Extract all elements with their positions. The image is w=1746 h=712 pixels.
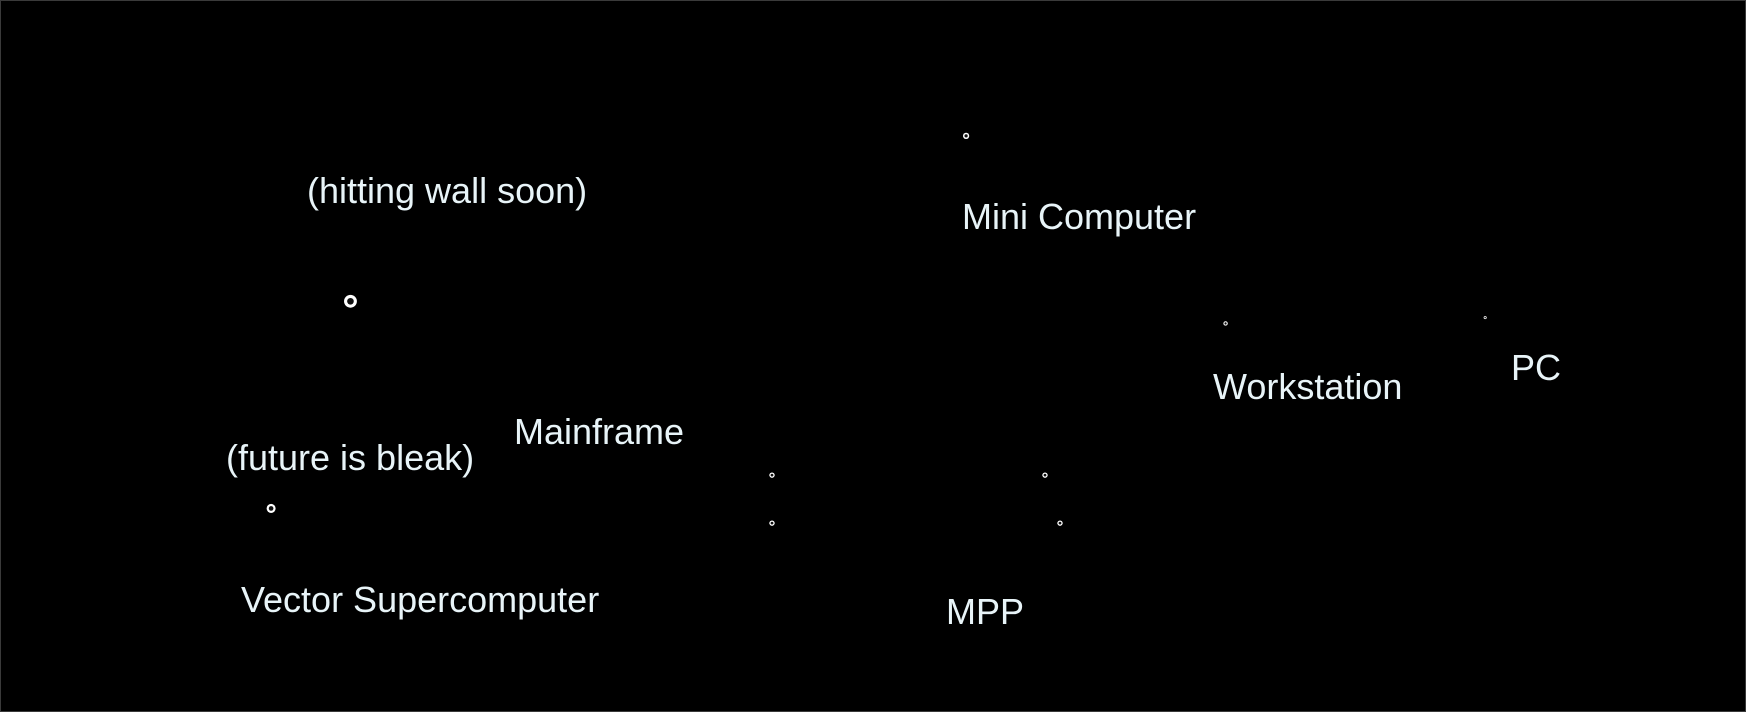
mpp-shark-icon: [1019, 497, 1281, 547]
mainframe-shark-icon: [299, 230, 832, 367]
mainframe-note-label: (hitting wall soon): [307, 173, 587, 209]
pc-shark-icon: [1473, 301, 1599, 333]
mini-computer-shark-icon: [941, 101, 1201, 168]
workstation-shark-icon: [1208, 299, 1390, 346]
pc-label: PC: [1511, 350, 1561, 386]
vector-supercomputer-label: Vector Supercomputer: [241, 582, 599, 618]
mpp-shark-icon: [1004, 449, 1266, 499]
mpp-shark-icon: [731, 497, 993, 547]
mini-computer-label: Mini Computer: [962, 199, 1196, 235]
mpp-label: MPP: [946, 594, 1024, 630]
mpp-shark-icon: [731, 449, 993, 499]
mainframe-label: Mainframe: [514, 414, 684, 450]
vector-note-label: (future is bleak): [226, 440, 474, 476]
workstation-label: Workstation: [1213, 369, 1402, 405]
